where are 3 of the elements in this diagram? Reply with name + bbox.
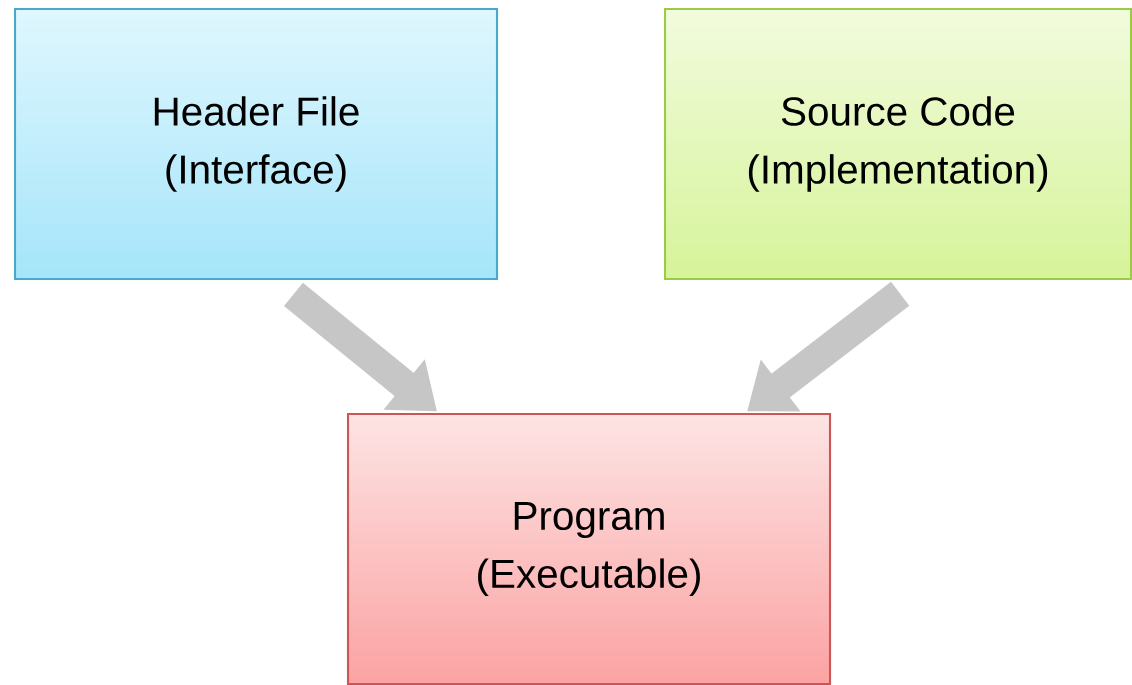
interface-box: Header File (Interface) bbox=[13, 7, 499, 281]
implementation-box: Source Code (Implementation) bbox=[663, 7, 1132, 281]
program-box: Program (Executable) bbox=[346, 412, 832, 685]
